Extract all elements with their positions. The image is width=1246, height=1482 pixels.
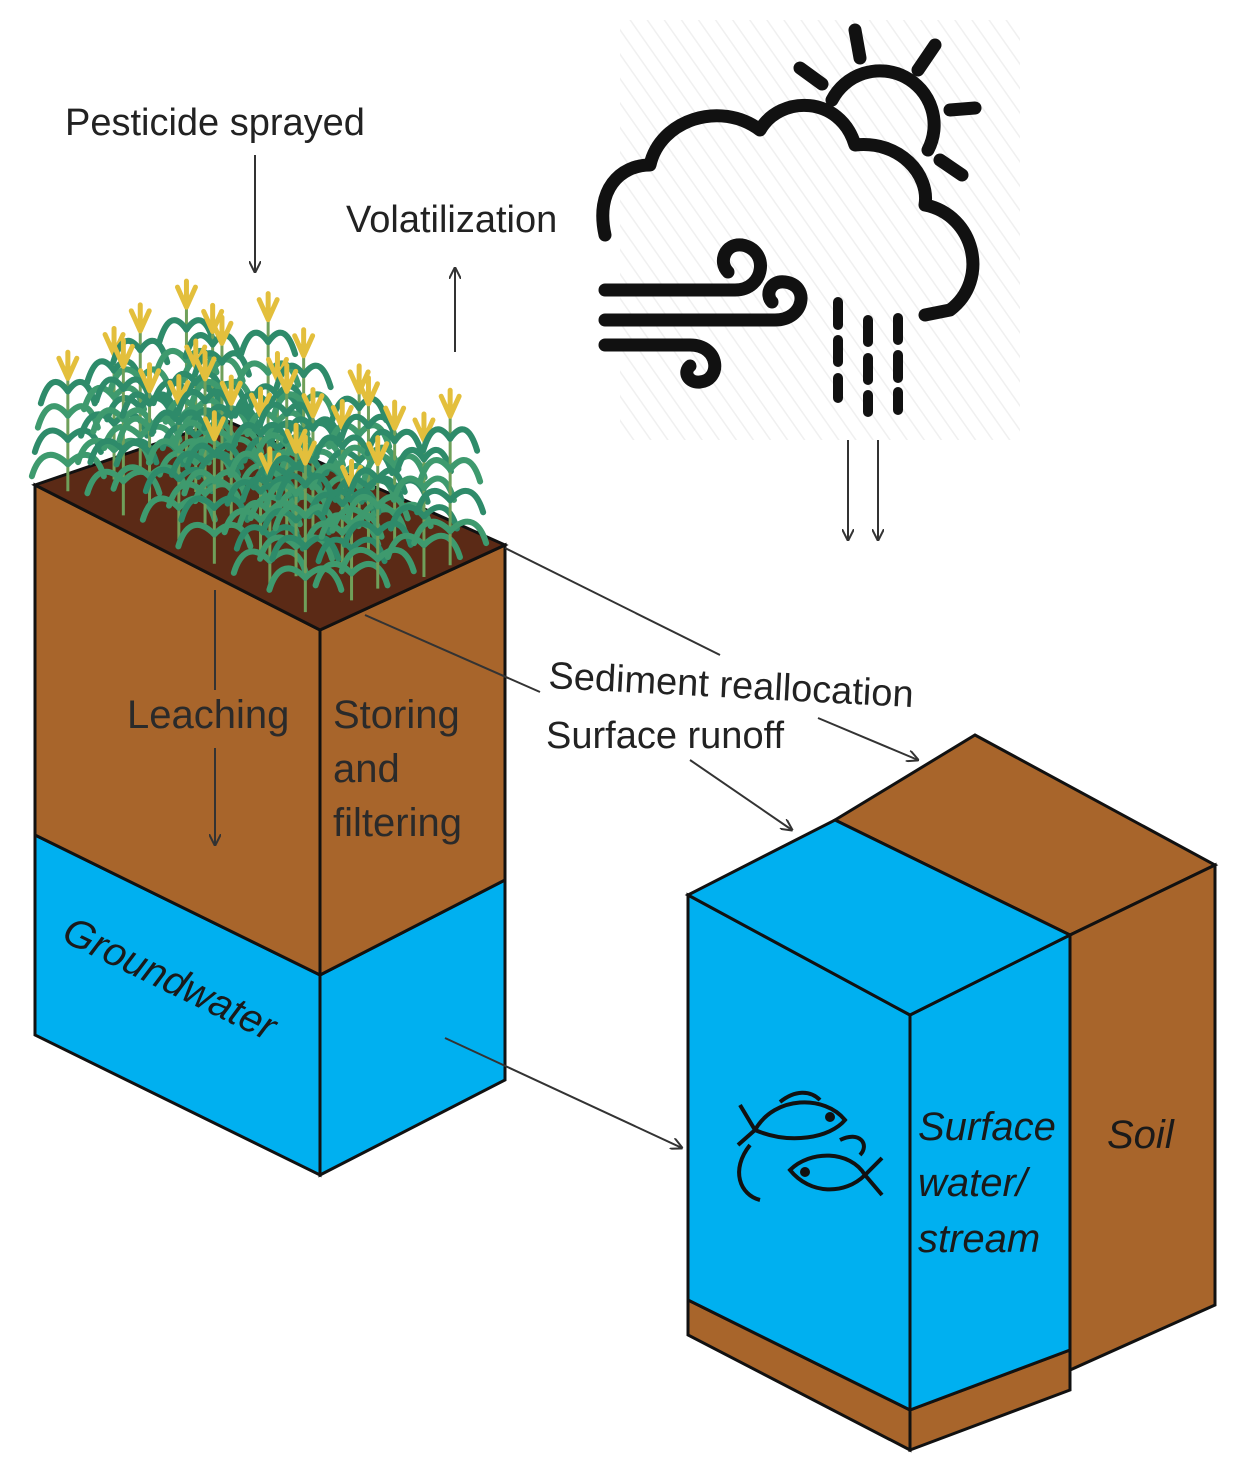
arrow-sediment-part1: [504, 547, 721, 656]
label-and: and: [333, 747, 400, 791]
corn-plant-icon: [175, 410, 254, 564]
label-sediment-reallocation: Sediment reallocation: [548, 655, 915, 716]
label-surface: Surface: [918, 1105, 1056, 1149]
process-arrows: [215, 155, 918, 1148]
label-storing: Storing: [333, 693, 460, 737]
corn-field-icon: [28, 278, 490, 613]
label-leaching: Leaching: [127, 693, 289, 737]
arrow-runoff-part2: [689, 759, 792, 830]
cloud-sun-wind-rain-icon: [596, 23, 982, 417]
fish-pair-icon: [736, 1090, 884, 1202]
label-soil: Soil: [1107, 1113, 1175, 1157]
corn-plant-icon: [338, 435, 417, 589]
sun-icon: [825, 64, 941, 157]
corn-plant-icon: [411, 387, 490, 566]
label-surface-runoff: Surface runoff: [546, 715, 784, 757]
label-volatilization: Volatilization: [346, 199, 557, 241]
rain-icon: [833, 297, 903, 417]
wind-icon: [598, 238, 767, 297]
label-pesticide-sprayed: Pesticide sprayed: [65, 102, 365, 144]
label-water: water/: [918, 1161, 1031, 1205]
stream-soil-block: [684, 733, 1219, 1453]
label-filtering: filtering: [333, 801, 462, 845]
arrow-groundwater-to-stream: [444, 1037, 682, 1148]
corn-plant-icon: [266, 434, 345, 613]
water-top-face: [684, 818, 1074, 1017]
arrow-sediment-part2: [817, 717, 918, 760]
label-stream: stream: [918, 1217, 1040, 1261]
arrow-runoff-part1: [364, 614, 541, 693]
